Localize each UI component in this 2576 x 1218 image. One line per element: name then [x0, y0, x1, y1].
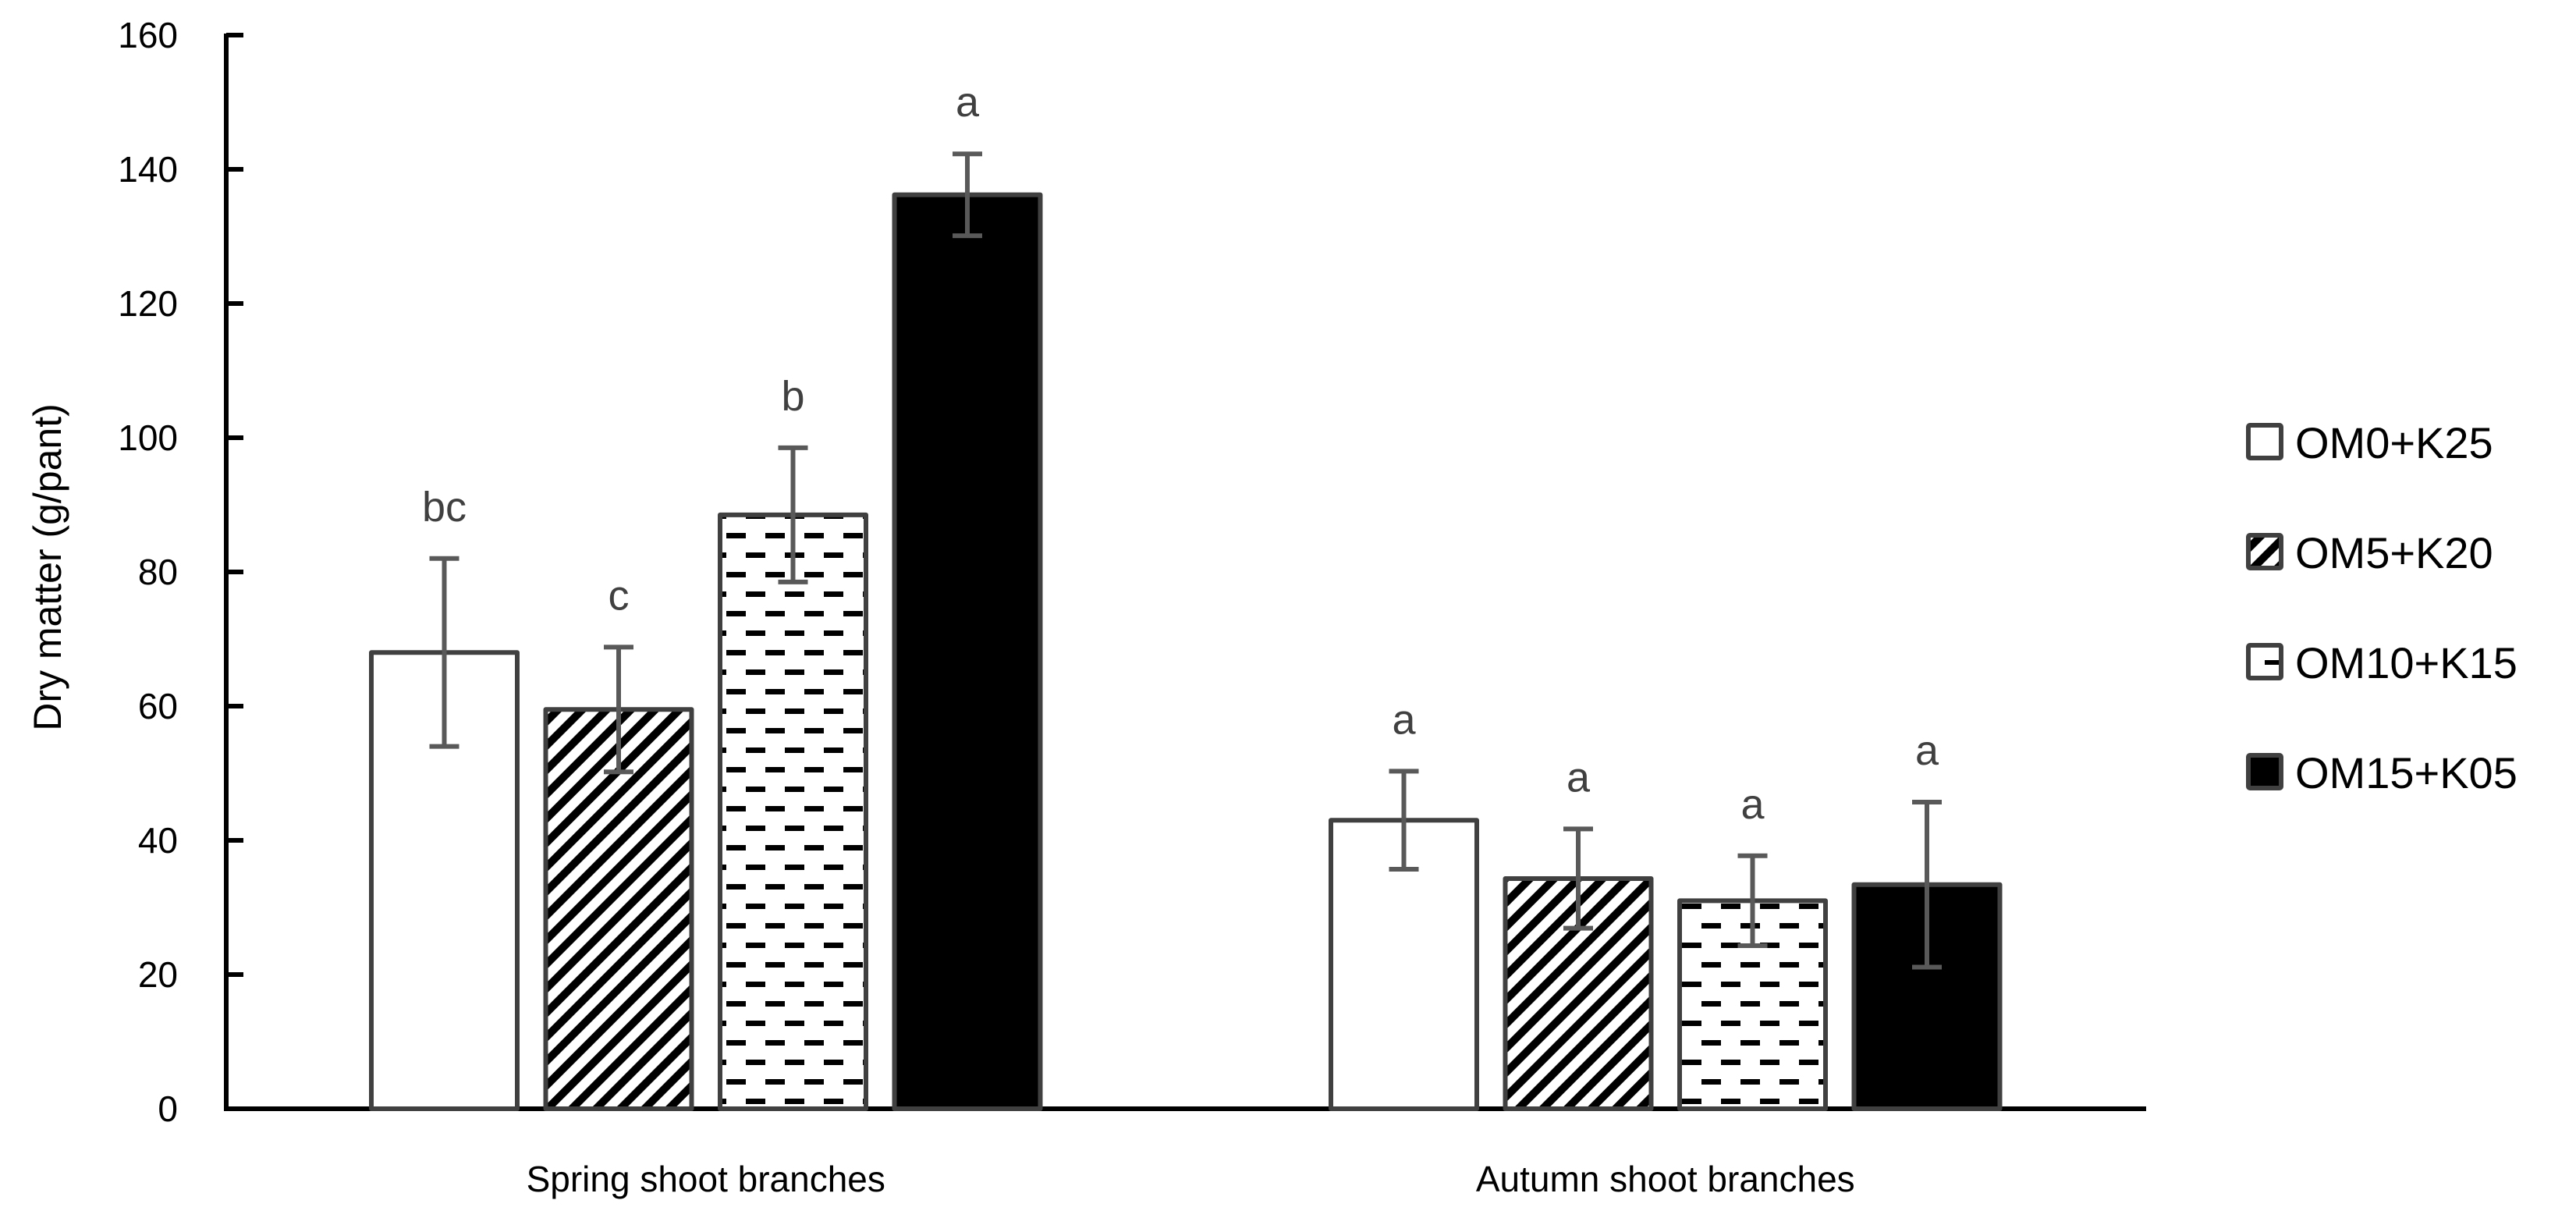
bar-om5-k20	[543, 707, 694, 1111]
y-tick-label: 100	[118, 417, 178, 458]
significance-letter: b	[781, 373, 804, 420]
y-tick-label: 40	[138, 820, 178, 861]
legend-item: OM0+K25	[2246, 418, 2493, 467]
legend-item: OM5+K20	[2246, 528, 2493, 577]
legend-label: OM5+K20	[2295, 528, 2493, 577]
significance-letter: bc	[422, 484, 467, 531]
significance-letter: a	[1915, 727, 1939, 774]
significance-letter: a	[1392, 696, 1416, 743]
category-labels: Spring shoot branches Autumn shoot branch…	[527, 1159, 1855, 1199]
legend-label: OM0+K25	[2295, 418, 2493, 467]
bar-om10-k15	[718, 512, 868, 1111]
y-axis: 0 20 40 60 80 100 120 140 160	[118, 15, 243, 1129]
significance-letter: a	[956, 79, 980, 126]
bar-om15-k05	[892, 192, 1043, 1111]
legend-swatch-dash	[2265, 660, 2279, 665]
y-tick-label: 80	[138, 552, 178, 592]
x-category-label: Spring shoot branches	[527, 1159, 885, 1199]
significance-letter: c	[609, 572, 630, 619]
legend-label: OM15+K05	[2295, 748, 2517, 797]
significance-letter: a	[1740, 781, 1765, 828]
y-tick-label: 160	[118, 15, 178, 55]
legend-swatch	[2246, 753, 2283, 790]
legend-item: OM15+K05	[2246, 748, 2517, 797]
bars	[369, 192, 2003, 1112]
x-category-label: Autumn shoot branches	[1476, 1159, 1855, 1199]
significance-labels: bc c b a a a a a	[422, 79, 1939, 828]
y-tick-label: 60	[138, 686, 178, 726]
legend-swatch	[2246, 423, 2283, 460]
significance-letter: a	[1567, 754, 1591, 801]
y-tick-label: 140	[118, 149, 178, 190]
legend-swatch	[2246, 533, 2283, 570]
legend-label: OM10+K15	[2295, 638, 2517, 687]
y-tick-label: 0	[158, 1088, 178, 1129]
y-axis-title: Dry matter (g/pant)	[26, 403, 69, 731]
error-bars	[429, 151, 1942, 970]
legend-item: OM10+K15	[2246, 638, 2517, 687]
y-tick-label: 20	[138, 954, 178, 995]
y-tick-label: 120	[118, 283, 178, 324]
